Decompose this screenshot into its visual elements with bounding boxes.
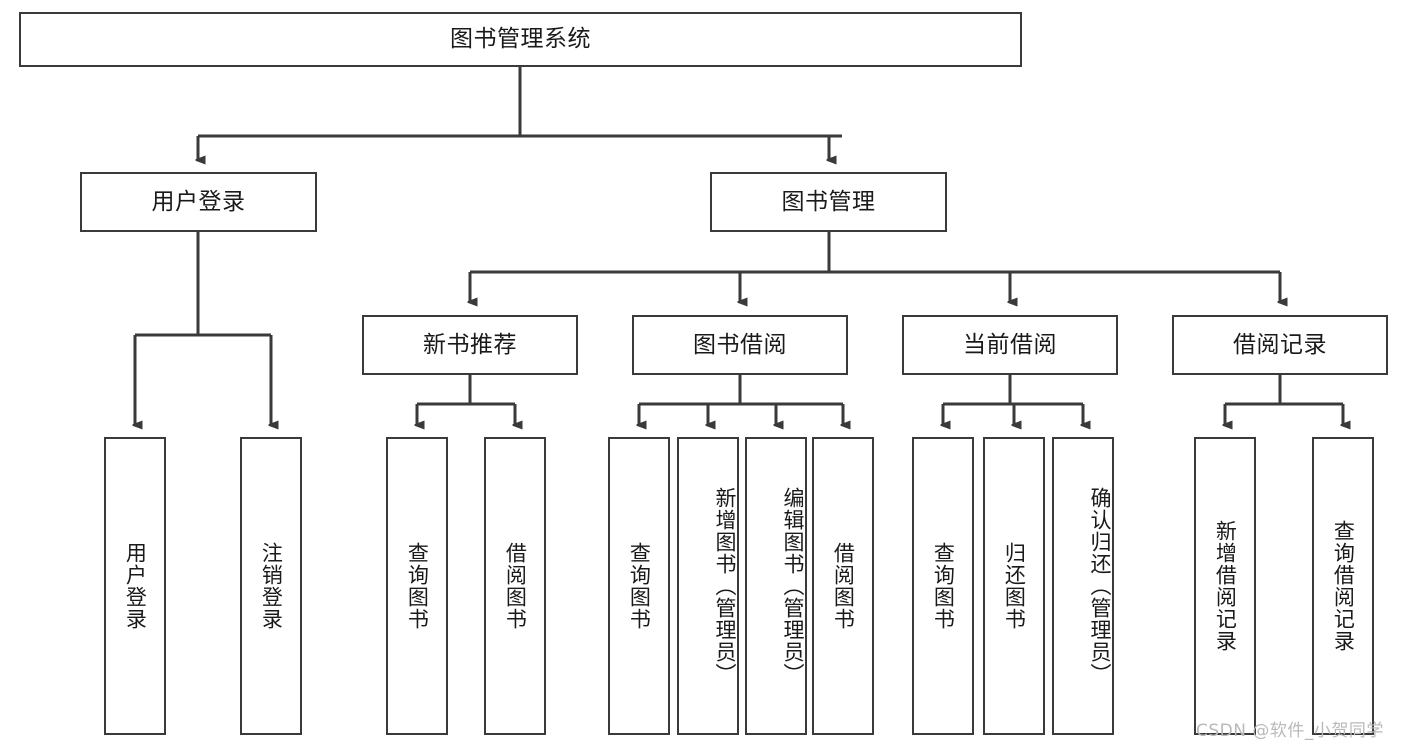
leaf-borrow-book-recommend[interactable]: 借阅图书	[484, 437, 546, 735]
node-borrow-record[interactable]: 借阅记录	[1172, 315, 1388, 375]
leaf-user-login[interactable]: 用户登录	[104, 437, 166, 735]
node-user-login[interactable]: 用户登录	[80, 172, 317, 232]
node-book-manage[interactable]: 图书管理	[710, 172, 947, 232]
leaf-borrow-book[interactable]: 借阅图书	[812, 437, 874, 735]
leaf-add-book-admin[interactable]: 新增图书（管理员）	[677, 437, 739, 735]
leaf-query-book-borrow[interactable]: 查询图书	[608, 437, 670, 735]
leaf-confirm-return-admin[interactable]: 确认归还（管理员）	[1052, 437, 1114, 735]
leaf-query-borrow-record[interactable]: 查询借阅记录	[1312, 437, 1374, 735]
leaf-query-book-current[interactable]: 查询图书	[912, 437, 974, 735]
leaf-add-borrow-record[interactable]: 新增借阅记录	[1194, 437, 1256, 735]
node-current-borrow[interactable]: 当前借阅	[902, 315, 1118, 375]
leaf-query-book-recommend[interactable]: 查询图书	[386, 437, 448, 735]
leaf-edit-book-admin[interactable]: 编辑图书（管理员）	[745, 437, 807, 735]
node-root[interactable]: 图书管理系统	[19, 12, 1022, 67]
node-book-borrow[interactable]: 图书借阅	[632, 315, 848, 375]
leaf-return-book[interactable]: 归还图书	[983, 437, 1045, 735]
leaf-logout-login[interactable]: 注销登录	[240, 437, 302, 735]
node-new-book-recommend[interactable]: 新书推荐	[362, 315, 578, 375]
csdn-watermark: CSDN @软件_小贺同学	[1196, 721, 1384, 741]
